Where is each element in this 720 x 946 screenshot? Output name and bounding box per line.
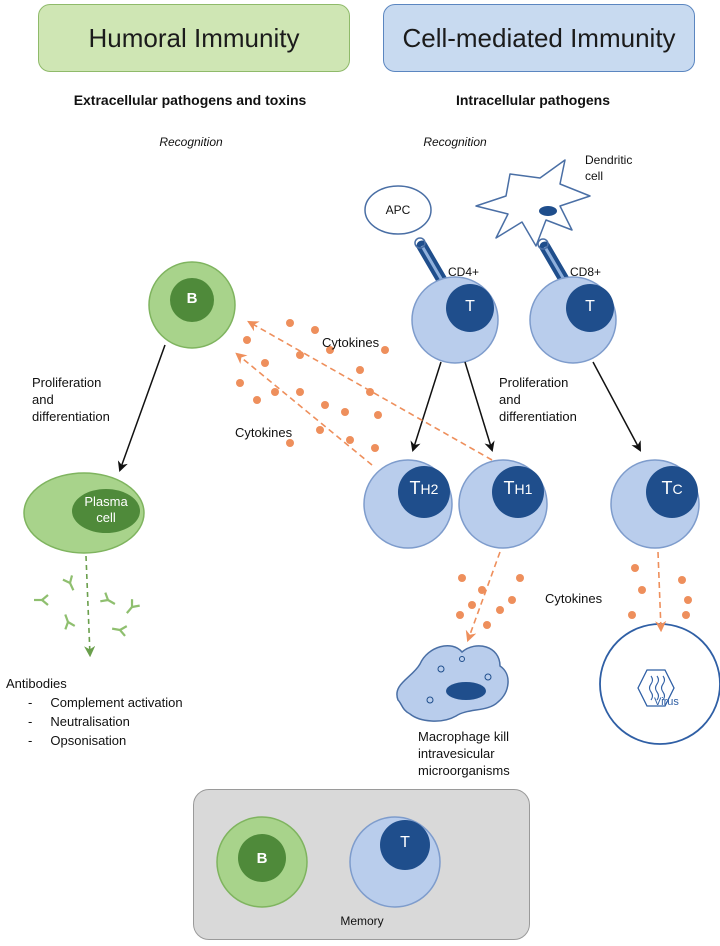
apc-label: APC	[385, 203, 411, 217]
virus-icon	[637, 669, 675, 707]
cell-header-text: Cell-mediated Immunity	[402, 22, 676, 53]
macrophage-vesicle	[459, 656, 465, 662]
cytokine-dots	[236, 319, 692, 629]
arrow-th2-cytokines-to-b	[235, 352, 373, 466]
b-cell-label: B	[186, 290, 198, 307]
prolif-1: Proliferation	[32, 375, 102, 390]
cd4-receptor	[414, 237, 449, 288]
prolif-c2: and	[499, 392, 521, 407]
cytokines-label-right: Cytokines	[545, 591, 603, 606]
prolif-c1: Proliferation	[499, 375, 569, 390]
cd4-label: CD4+	[448, 265, 480, 279]
tc-label: TC	[661, 478, 683, 498]
cytokines-label-lower: Cytokines	[235, 425, 293, 440]
macrophage-vesicle	[484, 673, 492, 681]
arrow-t-to-th2	[410, 361, 442, 453]
antibody-function-item: - Opsonisation	[28, 733, 127, 748]
dendritic-line2: cell	[585, 169, 604, 183]
arrow-cd8-to-tc	[592, 361, 641, 452]
cd8-t-label: T	[585, 298, 595, 315]
th2-label: TH2	[409, 478, 439, 498]
macrophage-line2: intravesicular	[418, 746, 495, 761]
macrophage-line3: microorganisms	[418, 763, 510, 778]
proliferation-label-humoral: Proliferation and differentiation	[32, 374, 110, 425]
prolif-3: differentiation	[32, 409, 110, 424]
antibody-function-item: - Neutralisation	[28, 714, 130, 729]
cd8-label: CD8+	[570, 265, 602, 279]
antibody-function-3: Opsonisation	[50, 733, 127, 748]
macrophage-label: Macrophage kill intravesicular microorga…	[418, 728, 510, 779]
antibodies-section: Antibodies - Complement activation - Neu…	[6, 674, 183, 750]
proliferation-label-cell: Proliferation and differentiation	[499, 374, 577, 425]
memory-b-nucleus	[238, 834, 286, 882]
plasma-line2: cell	[96, 510, 116, 525]
recognition-label-cell: Recognition	[423, 135, 487, 149]
recognition-label-humoral: Recognition	[159, 135, 223, 149]
antibodies-title: Antibodies	[6, 676, 67, 691]
humoral-header-text: Humoral Immunity	[88, 22, 300, 53]
b-cell-nucleus	[170, 278, 214, 322]
memory-label: Memory	[340, 914, 384, 928]
th2-main: T	[409, 478, 421, 498]
macrophage-vesicle	[426, 696, 434, 704]
arrow-b-to-plasma	[117, 344, 166, 472]
cd8-receptor	[537, 238, 572, 289]
th1-label: TH1	[503, 478, 533, 498]
tc-sub: C	[672, 481, 683, 497]
antibody-function-item: - Complement activation	[28, 695, 183, 710]
arrow-tc-to-infected	[655, 551, 667, 633]
memory-t-label: T	[400, 834, 410, 851]
arrow-t-to-th1	[464, 361, 495, 453]
cytokines-label-upper: Cytokines	[322, 335, 380, 350]
prolif-c3: differentiation	[499, 409, 577, 424]
apc-cell	[364, 185, 432, 235]
humoral-subheader: Extracellular pathogens and toxins	[73, 92, 307, 108]
memory-t-nucleus	[380, 820, 430, 870]
th1-cell-nucleus	[492, 466, 544, 518]
plasma-cell-nucleus	[72, 489, 140, 533]
antibody-function-2: Neutralisation	[50, 714, 130, 729]
cell-subheader: Intracellular pathogens	[455, 92, 611, 108]
macrophage-vesicle	[437, 665, 445, 673]
prolif-2: and	[32, 392, 54, 407]
arrow-th1-cytokines-to-b	[247, 320, 493, 461]
macrophage	[396, 645, 509, 722]
dendritic-cell-label: Dendritic cell	[585, 152, 632, 184]
tc-cell-nucleus	[646, 466, 698, 518]
arrow-th1-to-macrophage	[465, 551, 501, 643]
cd4-t-cell-nucleus	[446, 284, 494, 332]
arrow-plasma-to-antibodies	[84, 555, 96, 658]
th1-main: T	[503, 478, 515, 498]
humoral-immunity-header: Humoral Immunity	[38, 4, 350, 72]
antibody-function-1: Complement activation	[50, 695, 183, 710]
virus-label: Virus	[654, 696, 679, 708]
infected-cell	[599, 623, 720, 745]
cell-mediated-immunity-header: Cell-mediated Immunity	[383, 4, 695, 72]
dendritic-line1: Dendritic	[585, 153, 633, 167]
tc-main: T	[661, 478, 673, 498]
macrophage-line1: Macrophage kill	[418, 729, 510, 744]
macrophage-nucleus	[446, 682, 486, 700]
plasma-line1: Plasma	[84, 494, 128, 509]
dendritic-cell	[475, 159, 591, 247]
cd4-t-label: T	[465, 298, 475, 315]
th1-sub: H1	[514, 481, 533, 497]
cd8-t-cell-nucleus	[566, 284, 614, 332]
dendritic-nucleus	[539, 206, 557, 216]
th2-sub: H2	[420, 481, 439, 497]
memory-b-label: B	[256, 850, 268, 867]
plasma-cell-label: Plasma cell	[84, 494, 127, 526]
th2-cell-nucleus	[398, 466, 450, 518]
